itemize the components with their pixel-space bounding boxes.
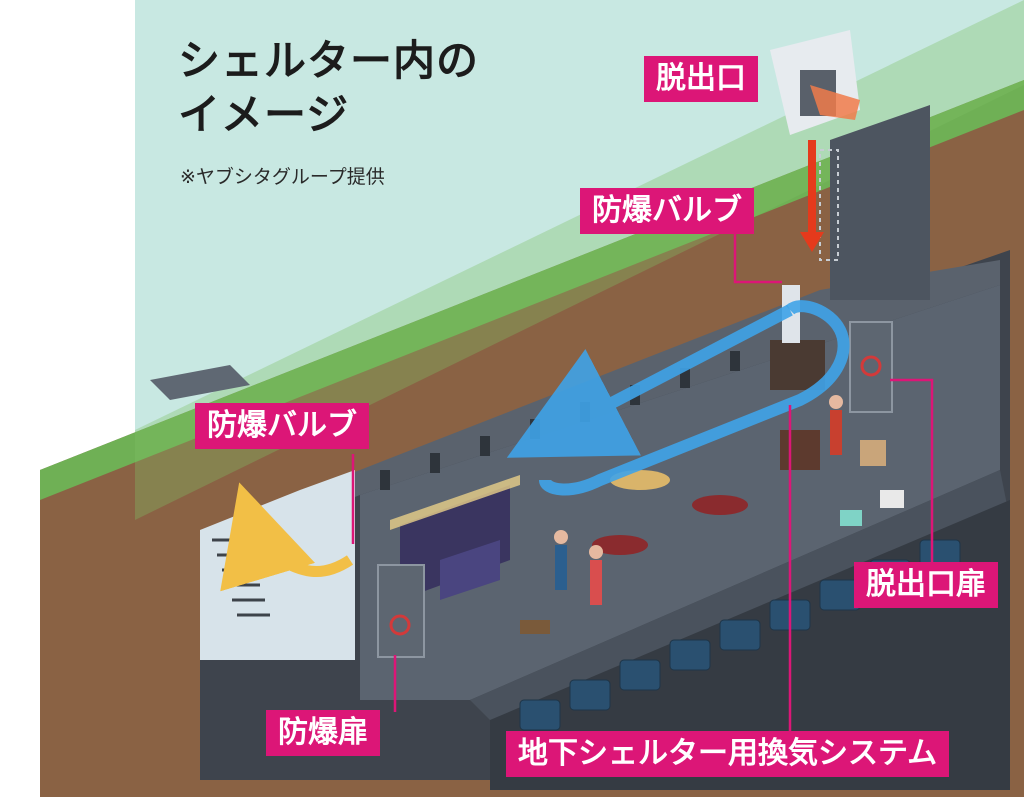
label-blast-valve-left: 防爆バルブ xyxy=(195,403,369,449)
grass-surface xyxy=(40,80,1024,500)
label-leader-lines xyxy=(351,234,934,736)
ventilation-unit xyxy=(770,340,825,390)
bunk-beds xyxy=(390,475,520,600)
label-blast-door: 防爆扉 xyxy=(266,710,380,756)
airflow-blue-top xyxy=(506,304,793,458)
label-blast-valve-upper: 防爆バルブ xyxy=(580,188,754,234)
label-ventilation-system: 地下シェルター用換気システム xyxy=(506,731,950,777)
blast-door-wheel xyxy=(389,614,411,636)
label-escape-door: 脱出口扉 xyxy=(854,562,998,608)
shaft-ladder xyxy=(819,149,839,261)
airflow-yellow-exhaust xyxy=(220,482,354,592)
airflow-blue-loop xyxy=(539,300,850,496)
intake-arrow-head xyxy=(800,232,824,252)
image-credit: ※ヤブシタグループ提供 xyxy=(180,166,385,188)
hatch-glow xyxy=(810,85,860,120)
shelter-floor xyxy=(470,470,1010,730)
escape-door-wheel xyxy=(860,355,882,377)
blast-door-panel xyxy=(377,564,425,658)
label-escape-exit: 脱出口 xyxy=(644,56,758,102)
surface-vent-left xyxy=(150,365,250,400)
diagram-title: シェルター内の イメージ xyxy=(178,34,479,142)
shelter-back-wall xyxy=(360,285,1000,700)
people-and-furniture xyxy=(520,395,904,634)
escape-shaft xyxy=(830,105,930,300)
title-line-2: イメージ xyxy=(178,90,350,139)
title-line-1: シェルター内の xyxy=(178,36,480,85)
escape-door-panel xyxy=(849,321,893,413)
